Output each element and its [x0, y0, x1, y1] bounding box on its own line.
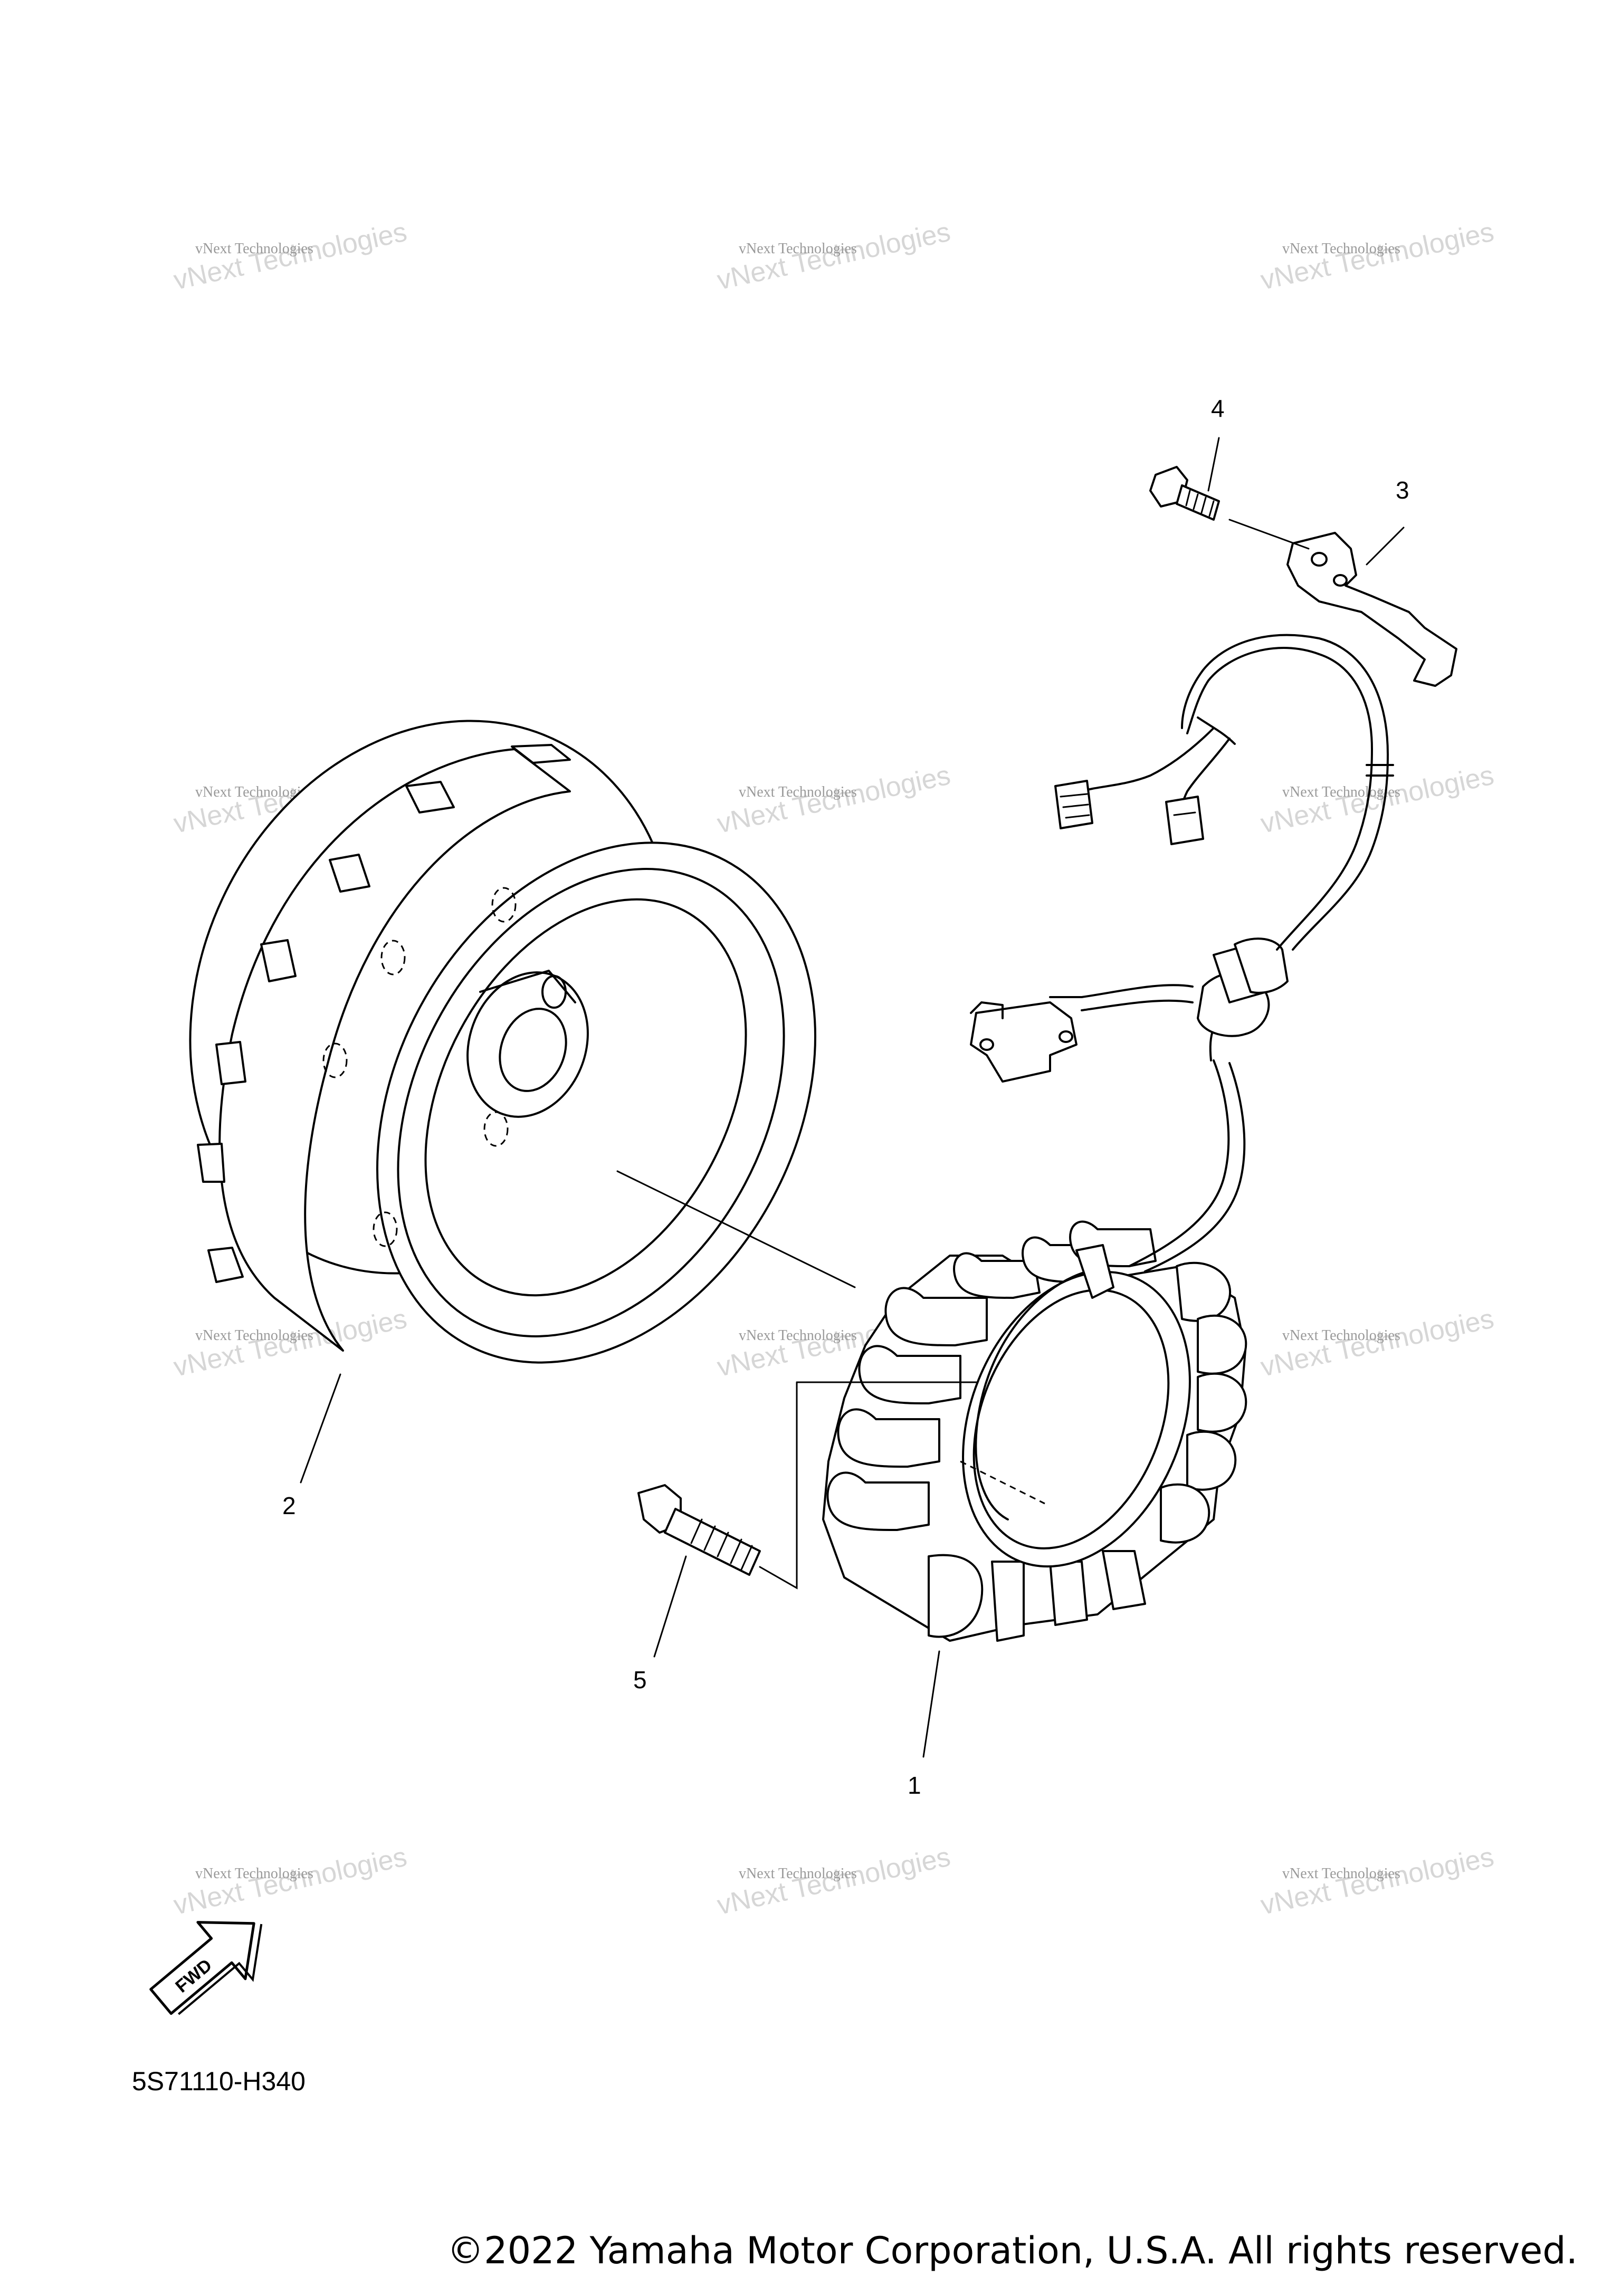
leader-lines	[300, 437, 1405, 1758]
watermark-small: vNext Technologies	[1282, 1327, 1400, 1344]
fwd-arrow-icon: FWD	[149, 1921, 263, 2015]
callout-4: 4	[1211, 395, 1225, 422]
watermark-small: vNext Technologies	[1282, 1866, 1400, 1882]
watermark-small: vNext Technologies	[195, 241, 313, 257]
watermark-small: vNext Technologies	[195, 1327, 313, 1344]
watermark-small: vNext Technologies	[739, 241, 857, 257]
bolt-part-5	[637, 1484, 761, 1576]
callout-5: 5	[633, 1666, 647, 1694]
flywheel-rotor	[189, 720, 816, 1364]
watermark-small: vNext Technologies	[739, 1866, 857, 1882]
watermark-small: vNext Technologies	[739, 1327, 857, 1344]
wiring-harness	[970, 532, 1457, 1273]
watermark-small: vNext Technologies	[1282, 241, 1400, 257]
copyright-notice: ©2022 Yamaha Motor Corporation, U.S.A. A…	[447, 2229, 1578, 2272]
callout-2: 2	[282, 1492, 296, 1519]
callout-3: 3	[1396, 476, 1409, 504]
watermark-small: vNext Technologies	[195, 1866, 313, 1882]
diagram-code: 5S71110-H340	[132, 2067, 306, 2096]
callout-1: 1	[908, 1772, 921, 1799]
watermark-small: vNext Technologies	[739, 784, 857, 800]
stator-coil	[822, 1220, 1247, 1642]
watermark-small: vNext Technologies	[1282, 784, 1400, 800]
screw-part-4	[1149, 466, 1220, 521]
